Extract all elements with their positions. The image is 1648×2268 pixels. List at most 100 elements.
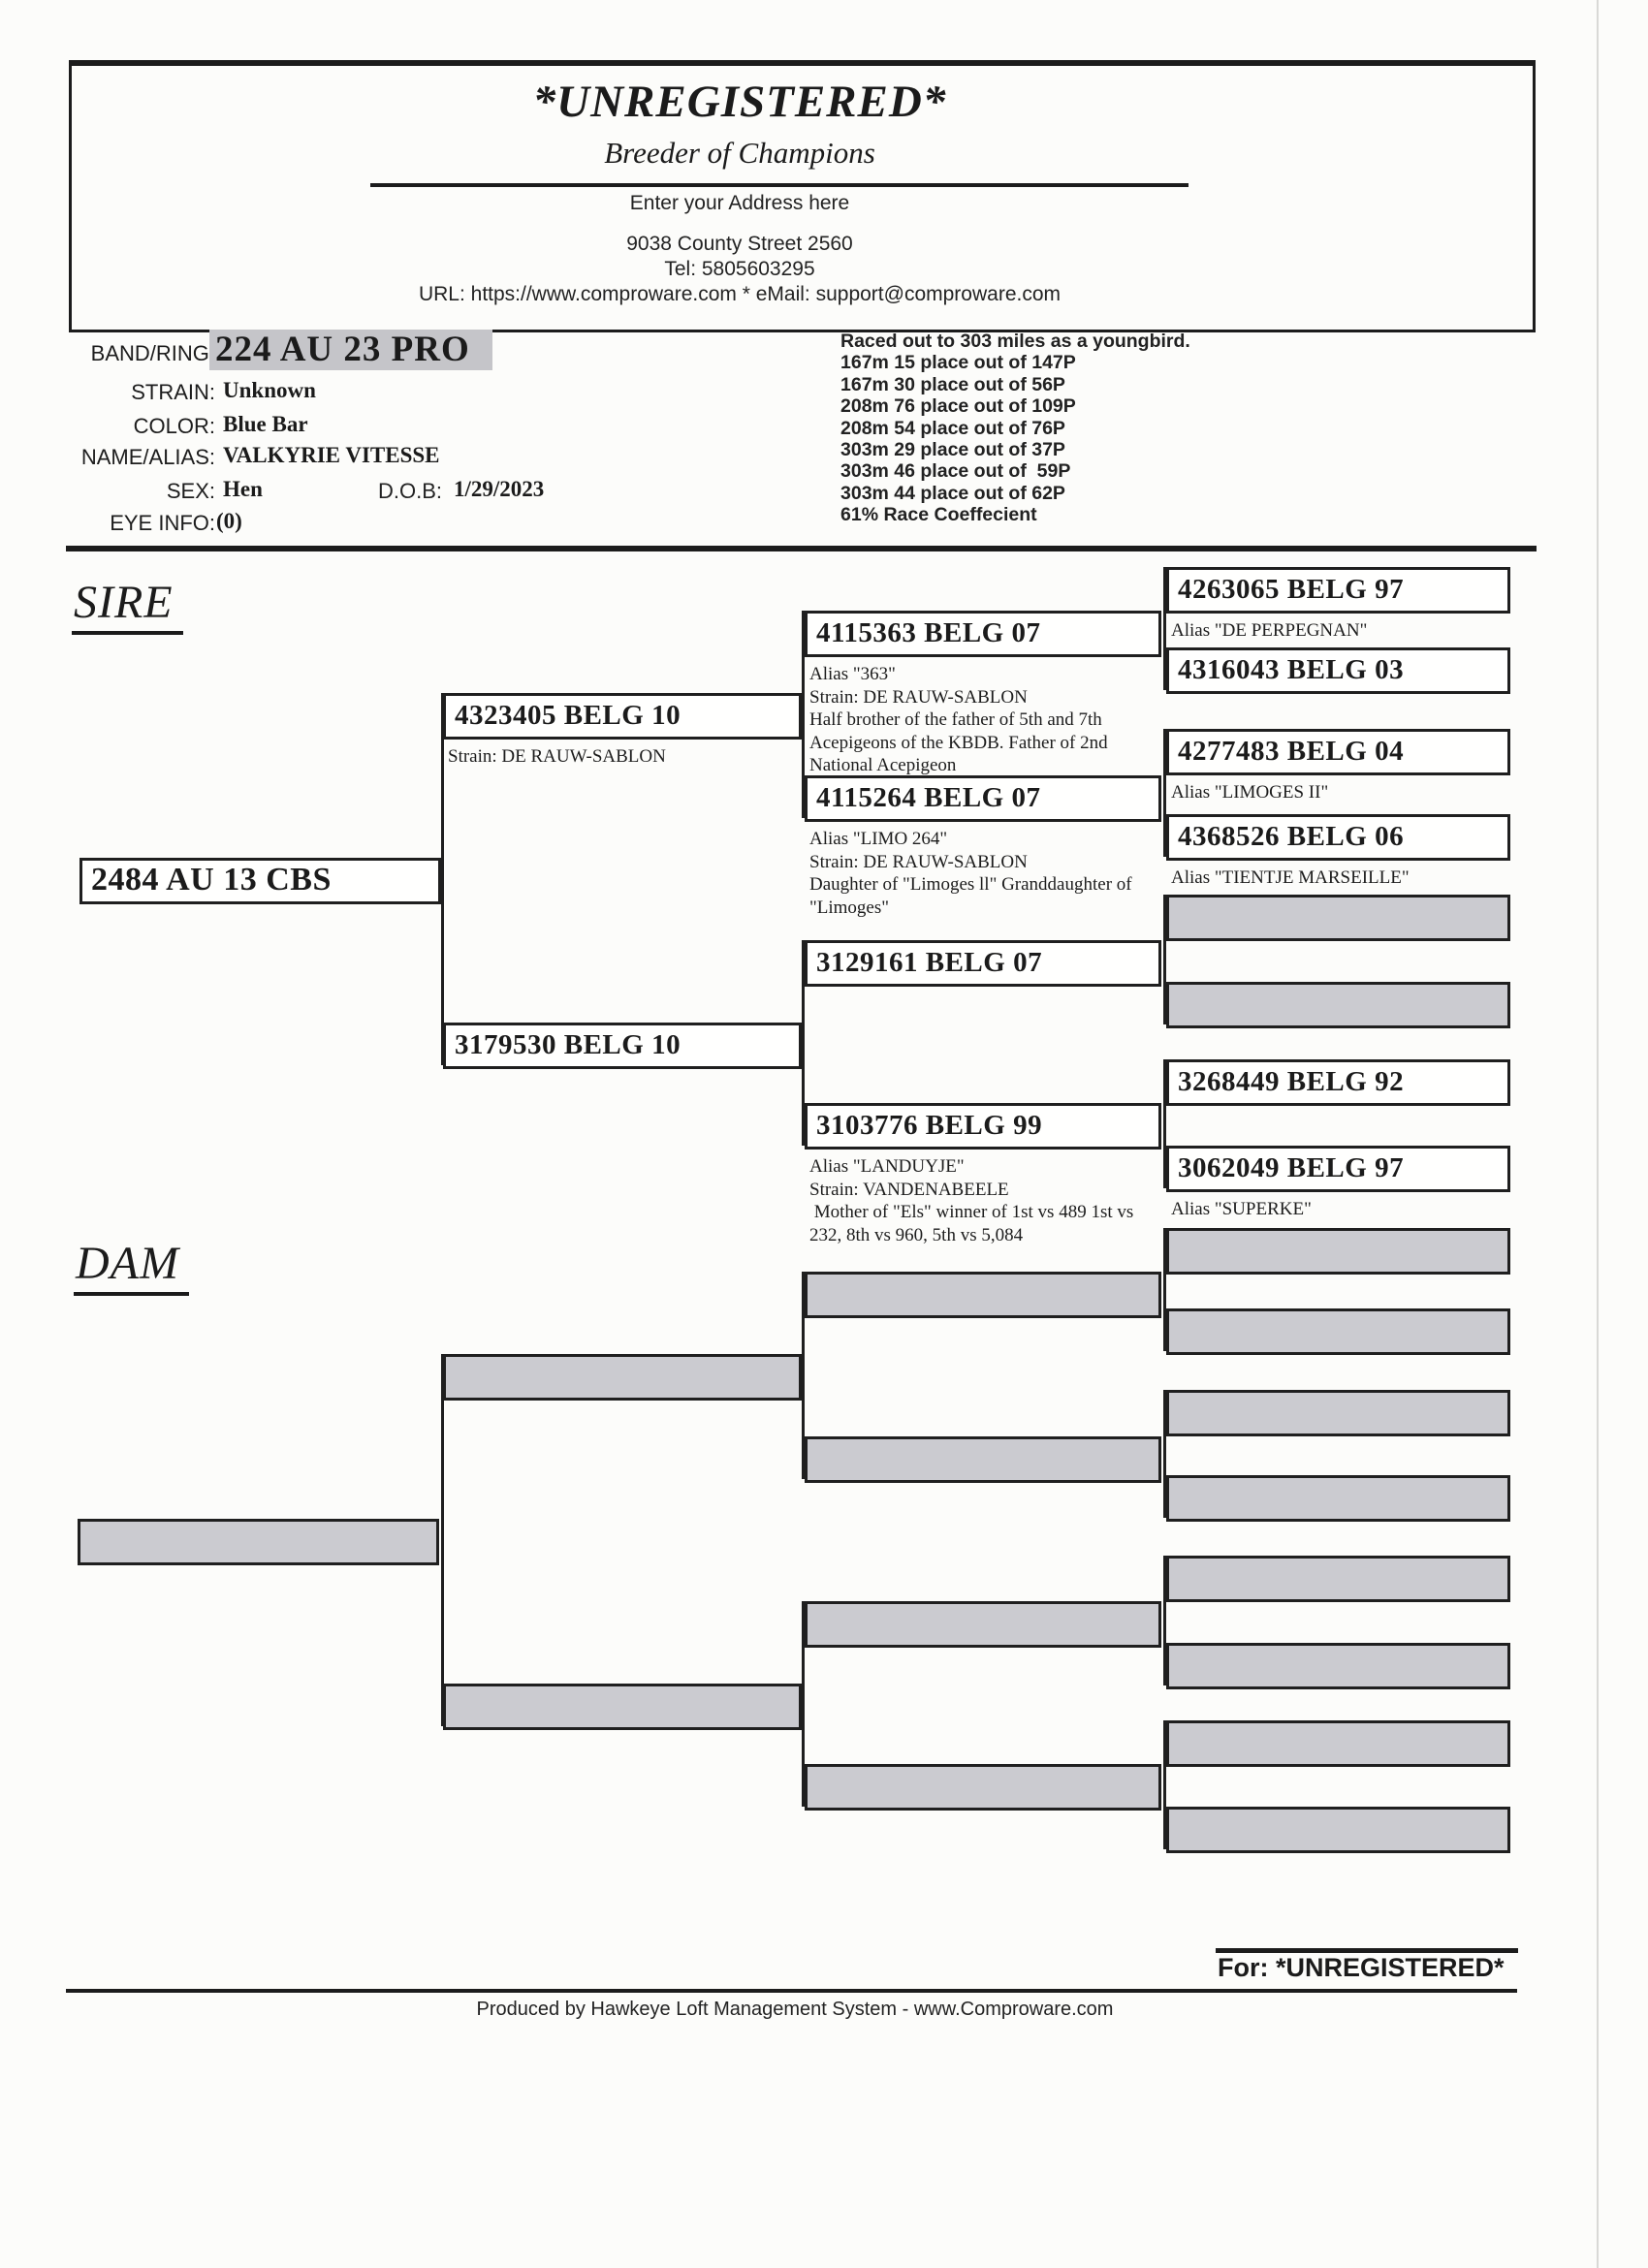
empty-pedigree-slot	[1166, 1390, 1510, 1436]
empty-pedigree-slot	[805, 1272, 1161, 1318]
pedigree-box-empty	[1166, 895, 1510, 941]
sex-label: SEX:	[166, 479, 215, 503]
color-label: COLOR:	[133, 414, 215, 438]
race-line: 208m 76 place out of 109P	[840, 395, 1076, 418]
strain-value: Unknown	[223, 378, 316, 402]
connector-line	[802, 611, 805, 818]
street-address: 9038 County Street 2560	[626, 233, 853, 255]
band-ring-highlight: 224 AU 23 PRO	[209, 330, 492, 370]
bird-details: Alias "LIMOGES II"	[1171, 782, 1329, 803]
band-ring-label: BAND/RING:	[90, 341, 215, 365]
empty-pedigree-slot	[805, 1764, 1161, 1811]
empty-pedigree-slot	[1166, 1556, 1510, 1602]
connector-line	[802, 1272, 805, 1479]
pedigree-box-empty	[1166, 1643, 1510, 1689]
band-number: 4115363 BELG 07	[805, 611, 1161, 657]
connector-line	[1163, 1556, 1166, 1685]
letterhead-box: *UNREGISTERED* Breeder of Champions Ente…	[69, 60, 1536, 332]
bird-details: Alias "DE PERPEGNAN"	[1171, 620, 1368, 641]
pedigree-box-empty	[1166, 1556, 1510, 1602]
for-owner-text: For: *UNREGISTERED*	[1218, 1953, 1505, 1982]
bird-details: Alias "LANDUYJE" Strain: VANDENABEELE Mo…	[809, 1156, 1134, 1245]
race-line: 303m 29 place out of 37P	[840, 439, 1065, 461]
dob-value: 1/29/2023	[454, 477, 545, 501]
pedigree-box-dam-empty	[78, 1519, 439, 1565]
race-line: 61% Race Coeffecient	[840, 504, 1037, 526]
name-alias-value: VALKYRIE VITESSE	[223, 443, 440, 467]
band-number: 3129161 BELG 07	[805, 940, 1161, 987]
bird-details: Alias "363" Strain: DE RAUW-SABLON Half …	[809, 664, 1108, 775]
telephone: Tel: 5805603295	[664, 258, 815, 280]
bird-details: Strain: DE RAUW-SABLON	[448, 746, 666, 767]
pedigree-box: 4323405 BELG 10 Strain: DE RAUW-SABLON	[443, 693, 802, 769]
band-number: 2484 AU 13 CBS	[79, 858, 441, 904]
connector-line	[1163, 1228, 1166, 1351]
pedigree-box: 3103776 BELG 99 Alias "LANDUYJE" Strain:…	[805, 1103, 1161, 1246]
pedigree-box: 4115264 BELG 07 Alias "LIMO 264" Strain:…	[805, 775, 1161, 919]
pedigree-box: 3062049 BELG 97 Alias "SUPERKE"	[1166, 1146, 1510, 1221]
race-line: 167m 30 place out of 56P	[840, 373, 1065, 395]
connector-line	[1163, 567, 1166, 690]
pedigree-box-empty	[1166, 1720, 1510, 1767]
eye-info-value: (0)	[216, 509, 242, 533]
band-number: 3062049 BELG 97	[1166, 1146, 1510, 1192]
strain-label: STRAIN:	[131, 380, 215, 404]
connector-line	[1163, 1390, 1166, 1518]
pedigree-box-empty	[1166, 1475, 1510, 1522]
empty-pedigree-slot	[805, 1436, 1161, 1483]
pedigree-box-empty	[1166, 1228, 1510, 1275]
letterhead-divider-line	[370, 183, 1188, 187]
race-results-block: Raced out to 303 miles as a youngbird. 1…	[840, 331, 1190, 526]
race-line: 208m 54 place out of 76P	[840, 417, 1065, 439]
pedigree-box: 3179530 BELG 10	[443, 1023, 802, 1069]
band-number: 4115264 BELG 07	[805, 775, 1161, 822]
pedigree-box-empty	[1166, 1308, 1510, 1355]
empty-pedigree-slot	[805, 1601, 1161, 1648]
pedigree-box-empty	[443, 1684, 802, 1730]
band-ring-value: 224 AU 23 PRO	[215, 330, 470, 369]
loft-subtitle: Breeder of Champions	[604, 136, 875, 170]
empty-pedigree-slot	[1166, 982, 1510, 1028]
url-email: URL: https://www.comproware.com * eMail:…	[418, 283, 1062, 305]
eye-info-label: EYE INFO:	[110, 511, 215, 535]
race-line: 303m 46 place out of 59P	[840, 460, 1071, 483]
pedigree-box-empty	[805, 1601, 1161, 1648]
for-divider-line	[1216, 1948, 1518, 1953]
bird-details: Alias "LIMO 264" Strain: DE RAUW-SABLON …	[809, 829, 1132, 918]
empty-pedigree-slot	[443, 1684, 802, 1730]
pedigree-box-empty	[805, 1436, 1161, 1483]
connector-line	[1163, 729, 1166, 857]
connector-line	[441, 693, 444, 1065]
connector-line	[1163, 1059, 1166, 1188]
pedigree-box: 4263065 BELG 97 Alias "DE PERPEGNAN"	[1166, 567, 1510, 643]
band-number: 3268449 BELG 92	[1166, 1059, 1510, 1106]
sex-value: Hen	[223, 477, 263, 501]
pedigree-box-empty	[443, 1354, 802, 1401]
connector-line	[802, 1601, 805, 1807]
band-number: 4263065 BELG 97	[1166, 567, 1510, 614]
address-placeholder: Enter your Address here	[629, 192, 850, 214]
dob-label: D.O.B:	[378, 479, 443, 503]
empty-pedigree-slot	[1166, 1807, 1510, 1853]
bird-details: Alias "SUPERKE"	[1171, 1199, 1312, 1219]
footer-separator-line	[66, 1989, 1517, 1993]
sire-section-heading: SIRE	[72, 576, 183, 635]
pedigree-box: 4316043 BELG 03	[1166, 647, 1510, 694]
band-number: 4316043 BELG 03	[1166, 647, 1510, 694]
pedigree-box: 4277483 BELG 04 Alias "LIMOGES II"	[1166, 729, 1510, 804]
pedigree-box: 3268449 BELG 92	[1166, 1059, 1510, 1106]
empty-pedigree-slot	[1166, 1228, 1510, 1275]
empty-pedigree-slot	[1166, 1475, 1510, 1522]
pedigree-box-empty	[805, 1272, 1161, 1318]
race-line: 167m 15 place out of 147P	[840, 352, 1076, 374]
band-number: 3103776 BELG 99	[805, 1103, 1161, 1150]
band-number: 4277483 BELG 04	[1166, 729, 1510, 775]
bird-details: Alias "TIENTJE MARSEILLE"	[1171, 867, 1410, 888]
produced-by-text: Produced by Hawkeye Loft Management Syst…	[476, 1999, 1114, 2020]
empty-pedigree-slot	[78, 1519, 439, 1565]
pedigree-box-empty	[805, 1764, 1161, 1811]
band-number: 4323405 BELG 10	[443, 693, 802, 740]
band-number: 3179530 BELG 10	[443, 1023, 802, 1069]
color-value: Blue Bar	[223, 412, 308, 436]
pedigree-box-empty	[1166, 982, 1510, 1028]
